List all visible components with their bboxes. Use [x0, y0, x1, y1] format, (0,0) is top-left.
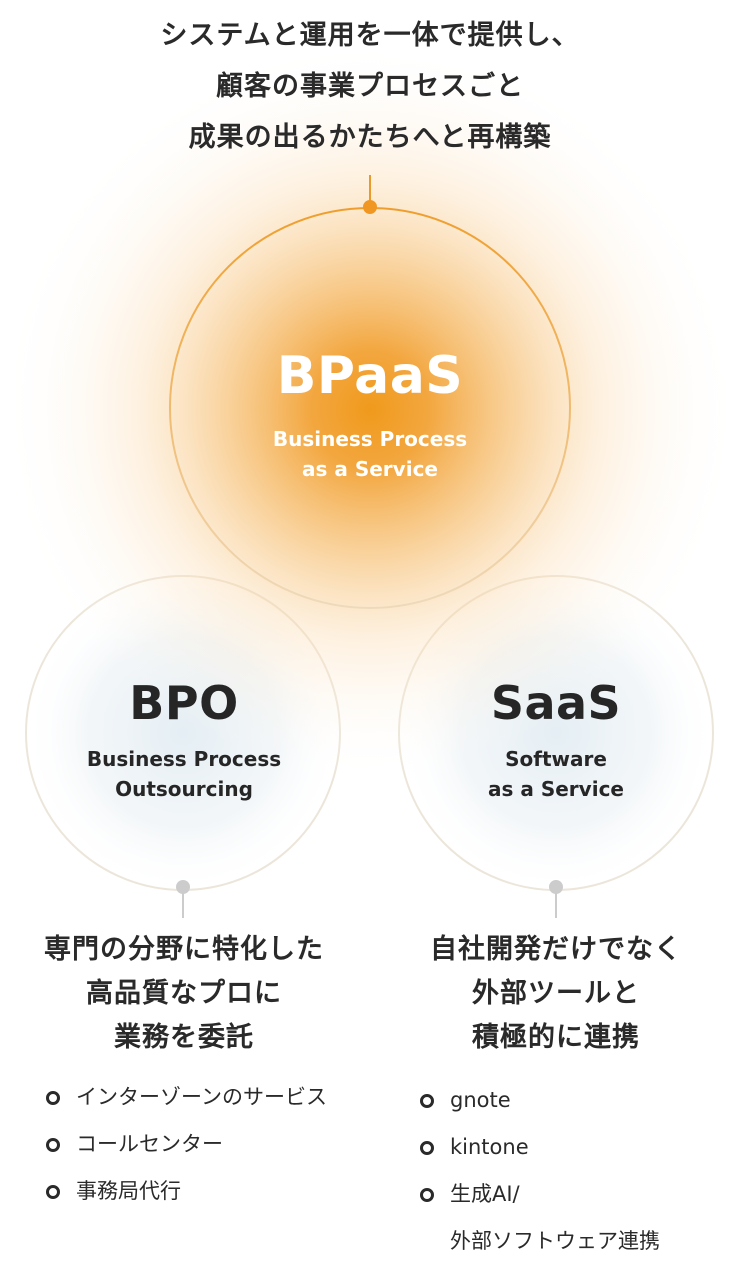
headline-line: システムと運用を一体で提供し、	[160, 20, 580, 51]
bpo-heading-line: 業務を委託	[114, 1022, 254, 1053]
bpo-heading-line: 高品質なプロに	[86, 978, 282, 1009]
bpo-heading: 専門の分野に特化した 高品質なプロに 業務を委託	[4, 928, 364, 1060]
list-item: gnote	[420, 1077, 660, 1124]
saas-label: SaaS Software as a Service	[406, 672, 706, 804]
saas-item-list: gnote kintone 生成AI/外部ソフトウェア連携	[420, 1077, 660, 1265]
bullet-icon	[420, 1094, 434, 1108]
bullet-icon	[46, 1091, 60, 1105]
list-item: コールセンター	[46, 1121, 327, 1168]
bpaas-subtitle: Business Process as a Service	[220, 424, 520, 484]
bpaas-subtitle-line: Business Process	[272, 427, 468, 451]
list-item-label: 事務局代行	[76, 1179, 181, 1203]
saas-heading-line: 積極的に連携	[472, 1022, 640, 1053]
bpo-label: BPO Business Process Outsourcing	[34, 672, 334, 804]
bpo-subtitle: Business Process Outsourcing	[34, 744, 334, 804]
list-item: インターゾーンのサービス	[46, 1074, 327, 1121]
bullet-icon	[46, 1138, 60, 1152]
bullet-icon	[46, 1185, 60, 1199]
bpo-subtitle-line: Outsourcing	[115, 777, 253, 801]
list-item: 生成AI/外部ソフトウェア連携	[420, 1171, 660, 1265]
list-item-label: インターゾーンのサービス	[76, 1085, 327, 1109]
bullet-icon	[420, 1141, 434, 1155]
bpaas-connector-dot	[363, 200, 377, 214]
saas-heading-line: 外部ツールと	[472, 978, 640, 1009]
list-item: 事務局代行	[46, 1168, 327, 1215]
saas-heading: 自社開発だけでなく 外部ツールと 積極的に連携	[376, 928, 736, 1060]
bpaas-subtitle-line: as a Service	[302, 457, 438, 481]
list-item: kintone	[420, 1124, 660, 1171]
bpo-title: BPO	[129, 676, 239, 730]
bullet-icon	[420, 1188, 434, 1202]
headline-line: 成果の出るかたちへと再構築	[188, 122, 552, 153]
list-item-label: gnote	[450, 1088, 511, 1112]
list-item-label-continued: 外部ソフトウェア連携	[450, 1229, 660, 1253]
saas-subtitle-line: as a Service	[488, 777, 624, 801]
bpaas-label: BPaaS Business Process as a Service	[220, 340, 520, 484]
list-item-label: コールセンター	[76, 1132, 223, 1156]
saas-subtitle-line: Software	[505, 747, 607, 771]
bpo-connector-dot	[176, 880, 190, 894]
list-item-label: kintone	[450, 1135, 529, 1159]
saas-heading-line: 自社開発だけでなく	[430, 934, 682, 965]
list-item-label: 生成AI/	[450, 1182, 520, 1206]
saas-subtitle: Software as a Service	[406, 744, 706, 804]
bpo-subtitle-line: Business Process	[86, 747, 282, 771]
bpaas-glow	[0, 40, 740, 780]
headline-line: 顧客の事業プロセスごと	[216, 71, 524, 102]
headline: システムと運用を一体で提供し、 顧客の事業プロセスごと 成果の出るかたちへと再構…	[0, 10, 740, 163]
saas-connector-dot	[549, 880, 563, 894]
saas-title: SaaS	[490, 676, 622, 730]
bpo-heading-line: 専門の分野に特化した	[44, 934, 324, 965]
bpo-item-list: インターゾーンのサービス コールセンター 事務局代行	[46, 1074, 327, 1215]
bpaas-title: BPaaS	[276, 346, 464, 406]
